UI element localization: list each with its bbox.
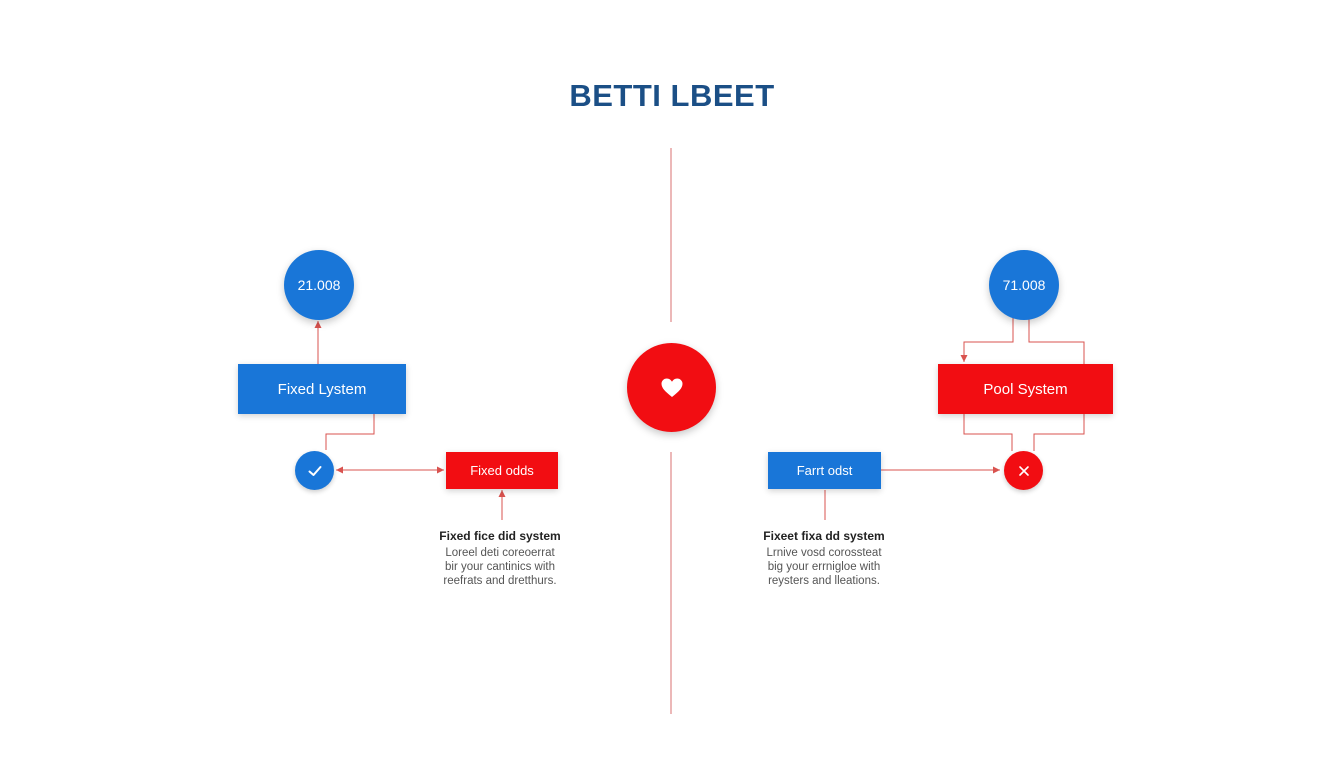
right-box-to-x-right	[1033, 414, 1085, 451]
right-value-circle: 71.008	[989, 250, 1059, 320]
x-icon	[1018, 465, 1029, 476]
left-main-box-label: Fixed Lystem	[277, 380, 367, 398]
right-description-line: reysters and lleations.	[768, 575, 880, 587]
left-description-line: Loreel deti coreoerrat	[445, 547, 555, 559]
right-value-text: 71.008	[1002, 277, 1046, 293]
left-side-box-label: Fixed odds	[470, 463, 534, 478]
heart-icon	[661, 378, 682, 397]
right-main-box: Pool System	[938, 364, 1113, 414]
left-description-line: reefrats and dretthurs.	[443, 575, 557, 587]
left-description: Fixed fice did system Loreel deti coreoe…	[420, 529, 580, 588]
right-side-box-label: Farrt odst	[796, 463, 853, 478]
left-box-to-check-line	[325, 414, 375, 450]
right-circle-to-box-right	[1028, 318, 1085, 364]
left-value-circle: 21.008	[284, 250, 354, 320]
left-description-heading: Fixed fice did system	[439, 529, 561, 543]
right-circle-to-box-left	[960, 318, 1014, 362]
right-status-circle	[1004, 451, 1043, 490]
right-side-box: Farrt odst	[768, 452, 881, 489]
right-description-line: big your errnigloe with	[767, 561, 881, 573]
left-value-text: 21.008	[297, 277, 341, 293]
right-description-line: Lrnive vosd corossteat	[766, 547, 882, 559]
left-side-box: Fixed odds	[446, 452, 558, 489]
right-description: Fixeet fixa dd system Lrnive vosd coross…	[744, 529, 904, 588]
left-description-line: bir your cantinics with	[445, 561, 555, 573]
right-description-heading: Fixeet fixa dd system	[763, 529, 885, 543]
center-heart-circle	[627, 343, 716, 432]
left-main-box: Fixed Lystem	[238, 364, 406, 414]
left-status-circle	[295, 451, 334, 490]
right-box-to-x-left	[963, 414, 1013, 451]
diagram-title: BETTI LBEET	[569, 78, 775, 113]
check-icon	[308, 465, 321, 476]
right-main-box-label: Pool System	[983, 380, 1068, 398]
